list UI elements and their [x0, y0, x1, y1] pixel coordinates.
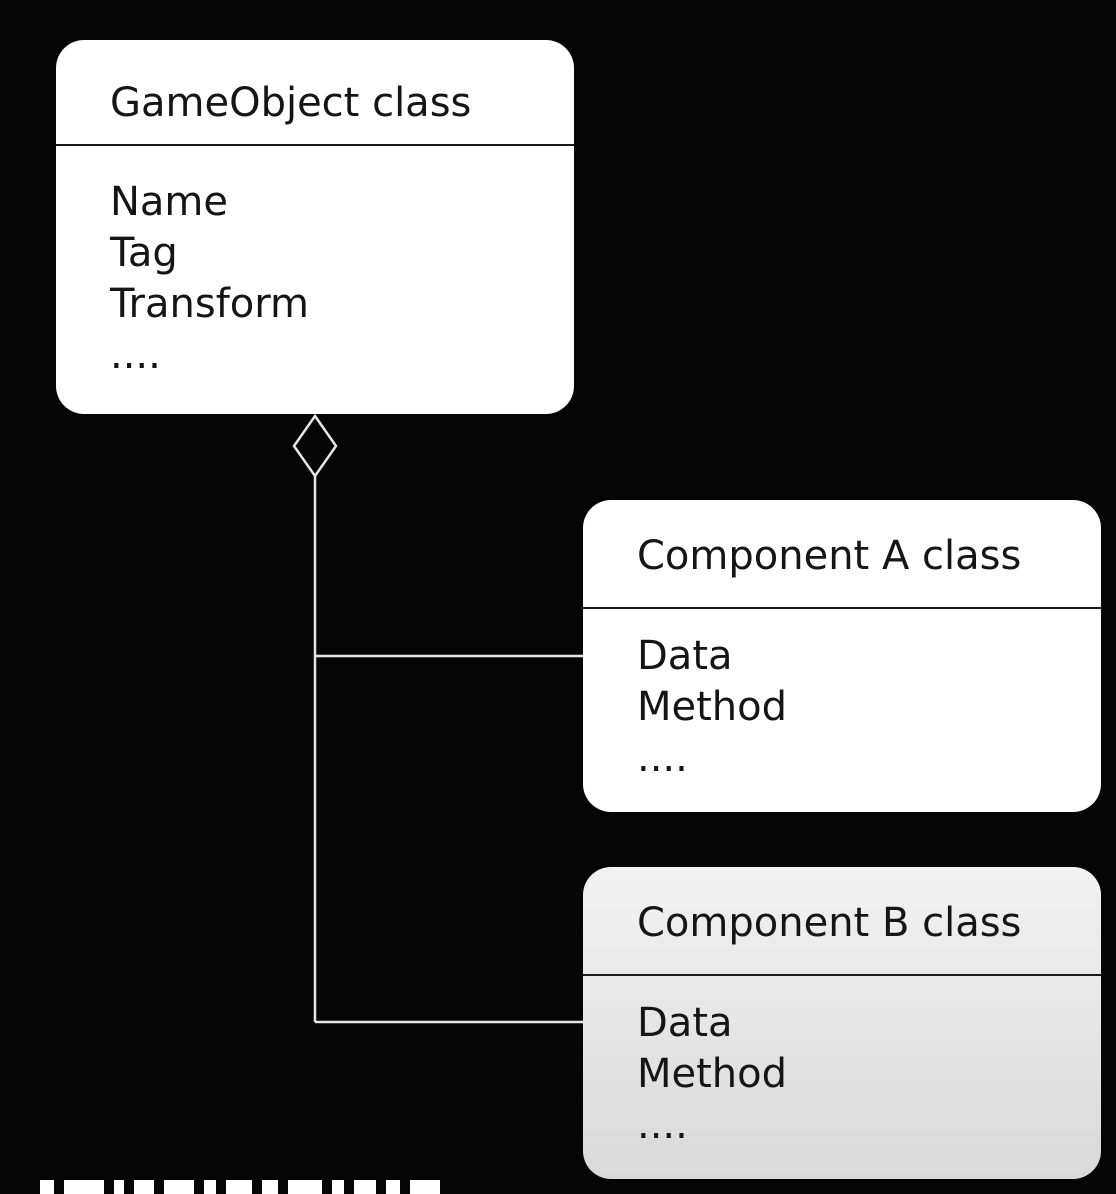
- member-ellipsis: ....: [637, 735, 688, 781]
- component-a-class-title: Component A class: [637, 533, 1022, 579]
- component-b-member-list: Data Method ....: [637, 998, 787, 1151]
- component-b-class-box: Component B class Data Method ....: [583, 867, 1101, 1179]
- member-ellipsis: ....: [637, 1102, 688, 1148]
- gameobject-class-title: GameObject class: [110, 80, 472, 126]
- gameobject-class-box: GameObject class Name Tag Transform ....: [56, 40, 574, 414]
- member-data: Data: [637, 1000, 733, 1046]
- member-method: Method: [637, 1051, 788, 1097]
- member-transform: Transform: [110, 281, 309, 327]
- member-tag: Tag: [110, 230, 178, 276]
- member-ellipsis: ....: [110, 332, 161, 378]
- gameobject-class-divider: [56, 144, 574, 146]
- aggregation-diamond: [292, 413, 338, 479]
- member-name: Name: [110, 179, 229, 225]
- component-a-member-list: Data Method ....: [637, 631, 787, 784]
- member-method: Method: [637, 684, 788, 730]
- component-b-class-title: Component B class: [637, 900, 1022, 946]
- component-b-class-divider: [583, 974, 1101, 976]
- component-a-class-box: Component A class Data Method ....: [583, 500, 1101, 812]
- cropped-caption-fragment: [0, 1180, 560, 1194]
- member-data: Data: [637, 633, 733, 679]
- component-a-class-divider: [583, 607, 1101, 609]
- gameobject-member-list: Name Tag Transform ....: [110, 177, 309, 381]
